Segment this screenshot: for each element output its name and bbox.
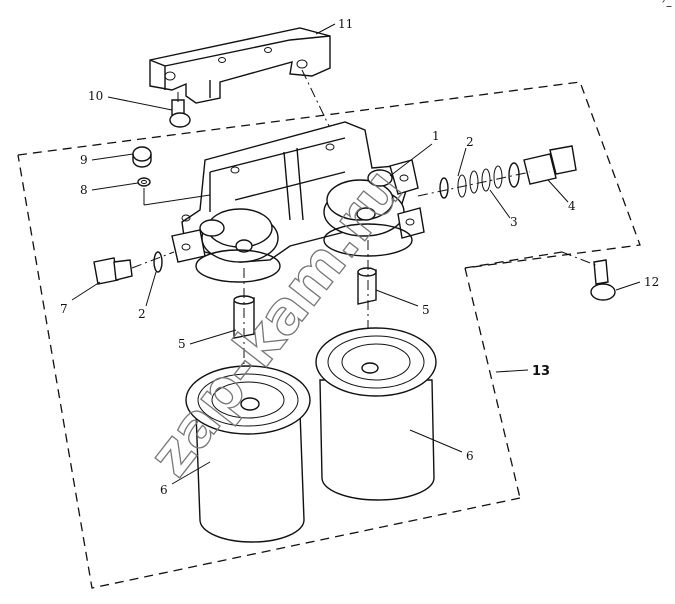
callout-7: 7 <box>60 302 68 316</box>
nipple-part-5-right <box>357 240 377 368</box>
assembly-boundary <box>17 81 641 589</box>
leader-lines <box>71 23 641 485</box>
callout-4: 4 <box>568 199 576 213</box>
callout-5-left: 5 <box>178 337 186 351</box>
callout-2-left: 2 <box>138 307 146 321</box>
filter-part-6-left <box>185 365 311 543</box>
washer-part-8 <box>137 177 151 187</box>
group-13-boundary <box>464 251 563 499</box>
plug-part-9 <box>132 146 152 168</box>
washer-part-2-left <box>153 251 163 273</box>
callout-8: 8 <box>80 183 88 197</box>
spring-part-3 <box>457 162 520 198</box>
plug-part-7 <box>93 257 133 285</box>
callout-6-right: 6 <box>466 449 474 463</box>
leader-8-line2 <box>143 194 211 206</box>
centerline-valve <box>417 171 531 197</box>
callout-11: 11 <box>338 17 353 31</box>
filter-head-part-1 <box>171 121 425 283</box>
callout-12: 12 <box>644 275 659 289</box>
filter-part-6-right <box>315 327 437 501</box>
callout-9: 9 <box>80 153 88 167</box>
centerline-bracket <box>301 69 331 129</box>
washer-part-2-right <box>439 177 449 199</box>
callout-10: 10 <box>88 89 103 103</box>
drain-plug-part-12 <box>561 251 616 301</box>
callout-6-left: 6 <box>160 483 168 497</box>
corner-mark: ´– <box>660 0 672 13</box>
callout-3: 3 <box>510 215 518 229</box>
bolt-part-10 <box>169 92 191 128</box>
valve-part-4 <box>523 145 577 185</box>
callout-13: 13 <box>532 364 550 379</box>
centerline-plug <box>131 251 175 269</box>
callout-5-right: 5 <box>422 303 430 317</box>
callout-1: 1 <box>432 129 440 143</box>
callout-2-right: 2 <box>466 135 474 149</box>
nipple-part-5-left <box>233 268 255 404</box>
bracket-part-11 <box>149 27 331 104</box>
